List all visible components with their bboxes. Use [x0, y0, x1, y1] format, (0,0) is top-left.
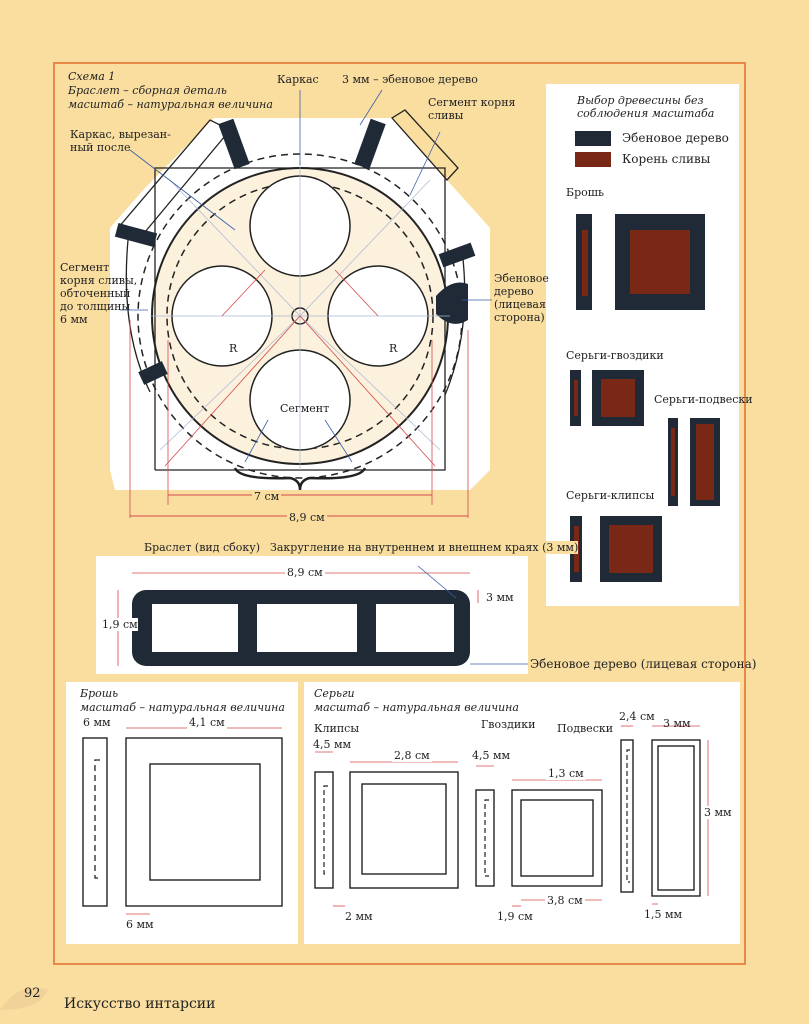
label-segment-root: Сегмент корня сливы — [428, 96, 516, 122]
side-rounding: Закругление на внутреннем и внешнем края… — [270, 541, 579, 554]
radius-lines — [129, 269, 469, 518]
ebony-block-4 — [438, 242, 476, 268]
label-segment: Сегмент — [280, 402, 330, 415]
earrings-scale: масштаб – натуральная величина — [314, 701, 519, 714]
earrings-pendants-label: Подвески — [557, 722, 614, 735]
book-title: Искусство интарсии — [64, 996, 216, 1012]
studs-front-inner — [520, 799, 594, 877]
side-height: 1,9 см — [102, 618, 138, 631]
dim-3mm-side: 3 мм — [704, 806, 732, 819]
dim-89cm: 8,9 см — [287, 511, 327, 524]
legend-pendants-side-plum — [671, 428, 675, 496]
dim-2mm: 2 мм — [345, 910, 373, 923]
dim-19: 1,9 см — [497, 910, 533, 923]
legend-title: Выбор древесины без соблюдения масштаба — [577, 94, 715, 120]
brooch-dim-6mm-bot: 6 мм — [126, 918, 154, 931]
frame-outline — [154, 167, 446, 471]
legend-studs-label: Серьги-гвоздики — [566, 349, 664, 362]
bottom-brace — [233, 467, 367, 491]
pendants-side-dash — [626, 749, 630, 883]
dim-15: 1,5 мм — [644, 908, 683, 921]
dim-28: 2,8 см — [392, 749, 432, 762]
label-karkas-cut: Каркас, вырезан- ный после — [70, 128, 171, 154]
dim-24: 2,4 см — [619, 710, 655, 723]
dim-7cm: 7 см — [252, 490, 282, 503]
page-frame — [53, 62, 746, 965]
legend-ebony-label: Эбеновое дерево — [622, 131, 729, 145]
legend-studs-front-plum — [601, 379, 635, 417]
clips-front-inner — [361, 783, 447, 875]
label-ebony-3mm: 3 мм – эбеновое дерево — [342, 73, 478, 86]
side-title: Браслет (вид сбоку) — [144, 541, 261, 554]
earrings-clips-label: Клипсы — [314, 722, 360, 735]
legend-pendants-front-plum — [696, 424, 714, 500]
ebony-face-blob — [436, 282, 468, 324]
page-number: 92 — [24, 986, 41, 1001]
segment-right — [390, 109, 459, 181]
legend-studs-side-plum — [574, 380, 578, 416]
dim-13: 1,3 см — [546, 767, 586, 780]
brooch-side-dash — [94, 759, 100, 879]
pendants-front-inner — [657, 745, 695, 891]
ebony-block-3 — [114, 223, 158, 247]
legend-swatch-plum — [575, 152, 611, 167]
legend-plum-label: Корень сливы — [622, 152, 711, 166]
dim-45a: 4,5 мм — [313, 738, 352, 751]
brooch-dim-6mm-top: 6 мм — [83, 716, 111, 729]
dim-3mm-top: 3 мм — [663, 717, 691, 730]
ebony-block-2 — [354, 118, 386, 170]
clips-side-dash — [323, 785, 328, 875]
legend-pendants-label: Серьги-подвески — [654, 393, 753, 406]
side-ebony-face: Эбеновое дерево (лицевая сторона) — [530, 657, 757, 671]
ebony-block-1 — [218, 118, 250, 170]
scheme-title: Схема 1 — [68, 70, 116, 83]
earrings-studs-label: Гвоздики — [481, 718, 536, 731]
label-segment-turned: Сегмент корня сливы, обточенный до толщи… — [60, 261, 138, 326]
legend-brooch-side-plum — [582, 230, 588, 296]
dim-38: 3,8 см — [545, 894, 585, 907]
side-rounding-leader — [417, 565, 457, 599]
legend-swatch-ebony — [575, 131, 611, 146]
legend-clips-front-plum — [609, 525, 653, 573]
brooch-title: Брошь — [80, 687, 119, 700]
brooch-dim-41: 4,1 см — [187, 716, 227, 729]
studs-side-dash — [484, 799, 489, 877]
arc-right — [444, 249, 466, 396]
side-view-window-3 — [376, 604, 454, 652]
legend-brooch-label: Брошь — [566, 186, 604, 199]
label-r-left: R — [229, 342, 238, 355]
brooch-side — [82, 737, 108, 907]
scheme-scale: масштаб – натуральная величина — [68, 98, 273, 111]
legend-brooch-front-plum — [630, 230, 690, 294]
legend-clips-label: Серьги-клипсы — [566, 489, 655, 502]
ebony-block-5 — [138, 361, 168, 385]
brooch-front-inner — [149, 763, 261, 881]
side-edge: 3 мм — [486, 591, 514, 604]
label-r-right: R — [389, 342, 398, 355]
side-width: 8,9 см — [285, 566, 325, 579]
label-ebony-face: Эбеновое дерево (лицевая сторона) — [494, 272, 549, 324]
leaf-icon — [0, 987, 48, 1010]
earrings-title: Серьги — [314, 687, 355, 700]
brooch-scale: масштаб – натуральная величина — [80, 701, 285, 714]
scheme-subtitle: Браслет – сборная деталь — [68, 84, 227, 97]
dim-45b: 4,5 мм — [472, 749, 511, 762]
leader-lines — [120, 89, 492, 463]
side-view-window-2 — [257, 604, 357, 652]
side-view-window-1 — [152, 604, 238, 652]
label-karkas: Каркас — [277, 73, 319, 86]
